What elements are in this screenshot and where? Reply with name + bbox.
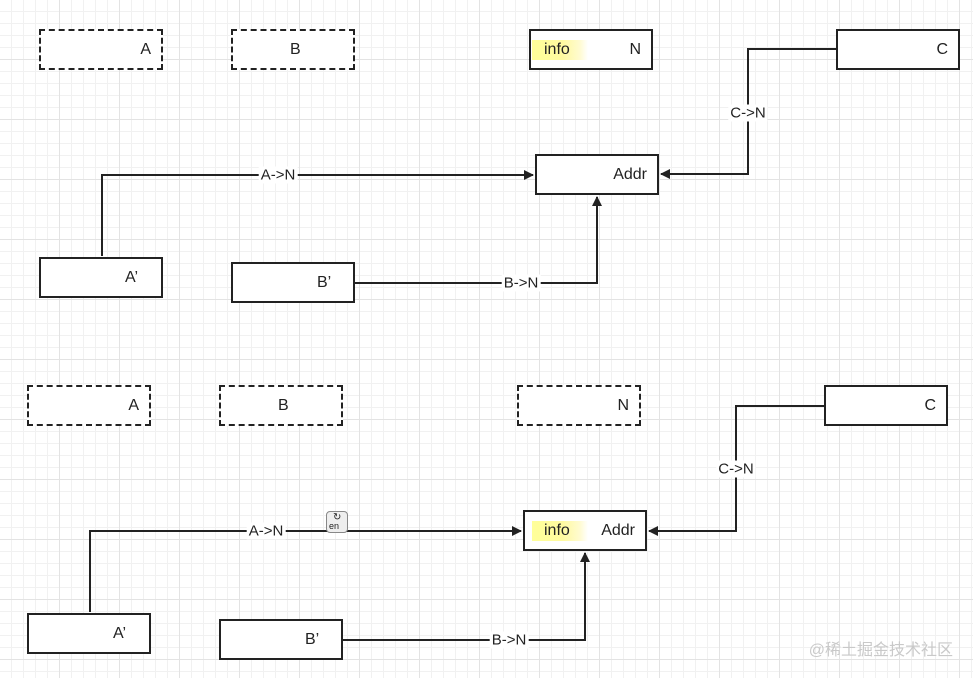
node-label: B	[290, 40, 301, 58]
bottom-node-b-prime[interactable]: B’	[219, 619, 343, 660]
node-label: C	[924, 396, 936, 414]
top-edge-a-to-n	[101, 170, 534, 256]
top-node-a-prime[interactable]: A’	[39, 257, 163, 298]
bottom-node-addr[interactable]: info Addr	[523, 510, 647, 551]
node-label: N	[629, 40, 641, 58]
bottom-node-a[interactable]: A	[27, 385, 151, 426]
bottom-edge-label-a-to-n: A->N	[246, 522, 286, 540]
top-edge-label-b-to-n: B->N	[501, 274, 541, 292]
node-label: B	[278, 396, 289, 414]
bottom-node-c[interactable]: C	[824, 385, 948, 426]
info-tag: info	[532, 520, 588, 541]
bottom-edge-label-b-to-n: B->N	[489, 631, 529, 649]
translate-icon-label: en	[329, 521, 340, 531]
top-node-a[interactable]: A	[39, 29, 163, 70]
top-node-b[interactable]: B	[231, 29, 355, 70]
top-node-n[interactable]: info N	[529, 29, 653, 70]
bottom-edge-label-c-to-n: C->N	[716, 460, 756, 478]
top-edge-label-c-to-n: C->N	[728, 104, 768, 122]
node-label: A	[128, 396, 139, 414]
top-edge-b-to-n	[355, 196, 602, 284]
node-label: Addr	[613, 165, 647, 183]
node-label: B’	[317, 273, 332, 291]
node-label: C	[936, 40, 948, 58]
bottom-edge-a-to-n	[89, 526, 522, 612]
info-tag: info	[532, 39, 588, 60]
bottom-node-a-prime[interactable]: A’	[27, 613, 151, 654]
node-label: B’	[305, 630, 320, 648]
top-node-c[interactable]: C	[836, 29, 960, 70]
translate-icon[interactable]: ↻ en	[326, 511, 348, 533]
node-label: A’	[125, 268, 139, 286]
node-label: A’	[113, 624, 127, 642]
translate-swirl-icon: ↻	[333, 512, 342, 523]
top-node-b-prime[interactable]: B’	[231, 262, 355, 303]
watermark: @稀土掘金技术社区	[808, 642, 953, 659]
top-node-addr[interactable]: Addr	[535, 154, 659, 195]
node-label: A	[140, 40, 151, 58]
top-edge-label-a-to-n: A->N	[258, 166, 298, 184]
node-label: Addr	[601, 521, 635, 539]
bottom-edge-b-to-n	[343, 552, 590, 641]
bottom-node-n[interactable]: N	[517, 385, 641, 426]
node-label: N	[617, 396, 629, 414]
bottom-node-b[interactable]: B	[219, 385, 343, 426]
